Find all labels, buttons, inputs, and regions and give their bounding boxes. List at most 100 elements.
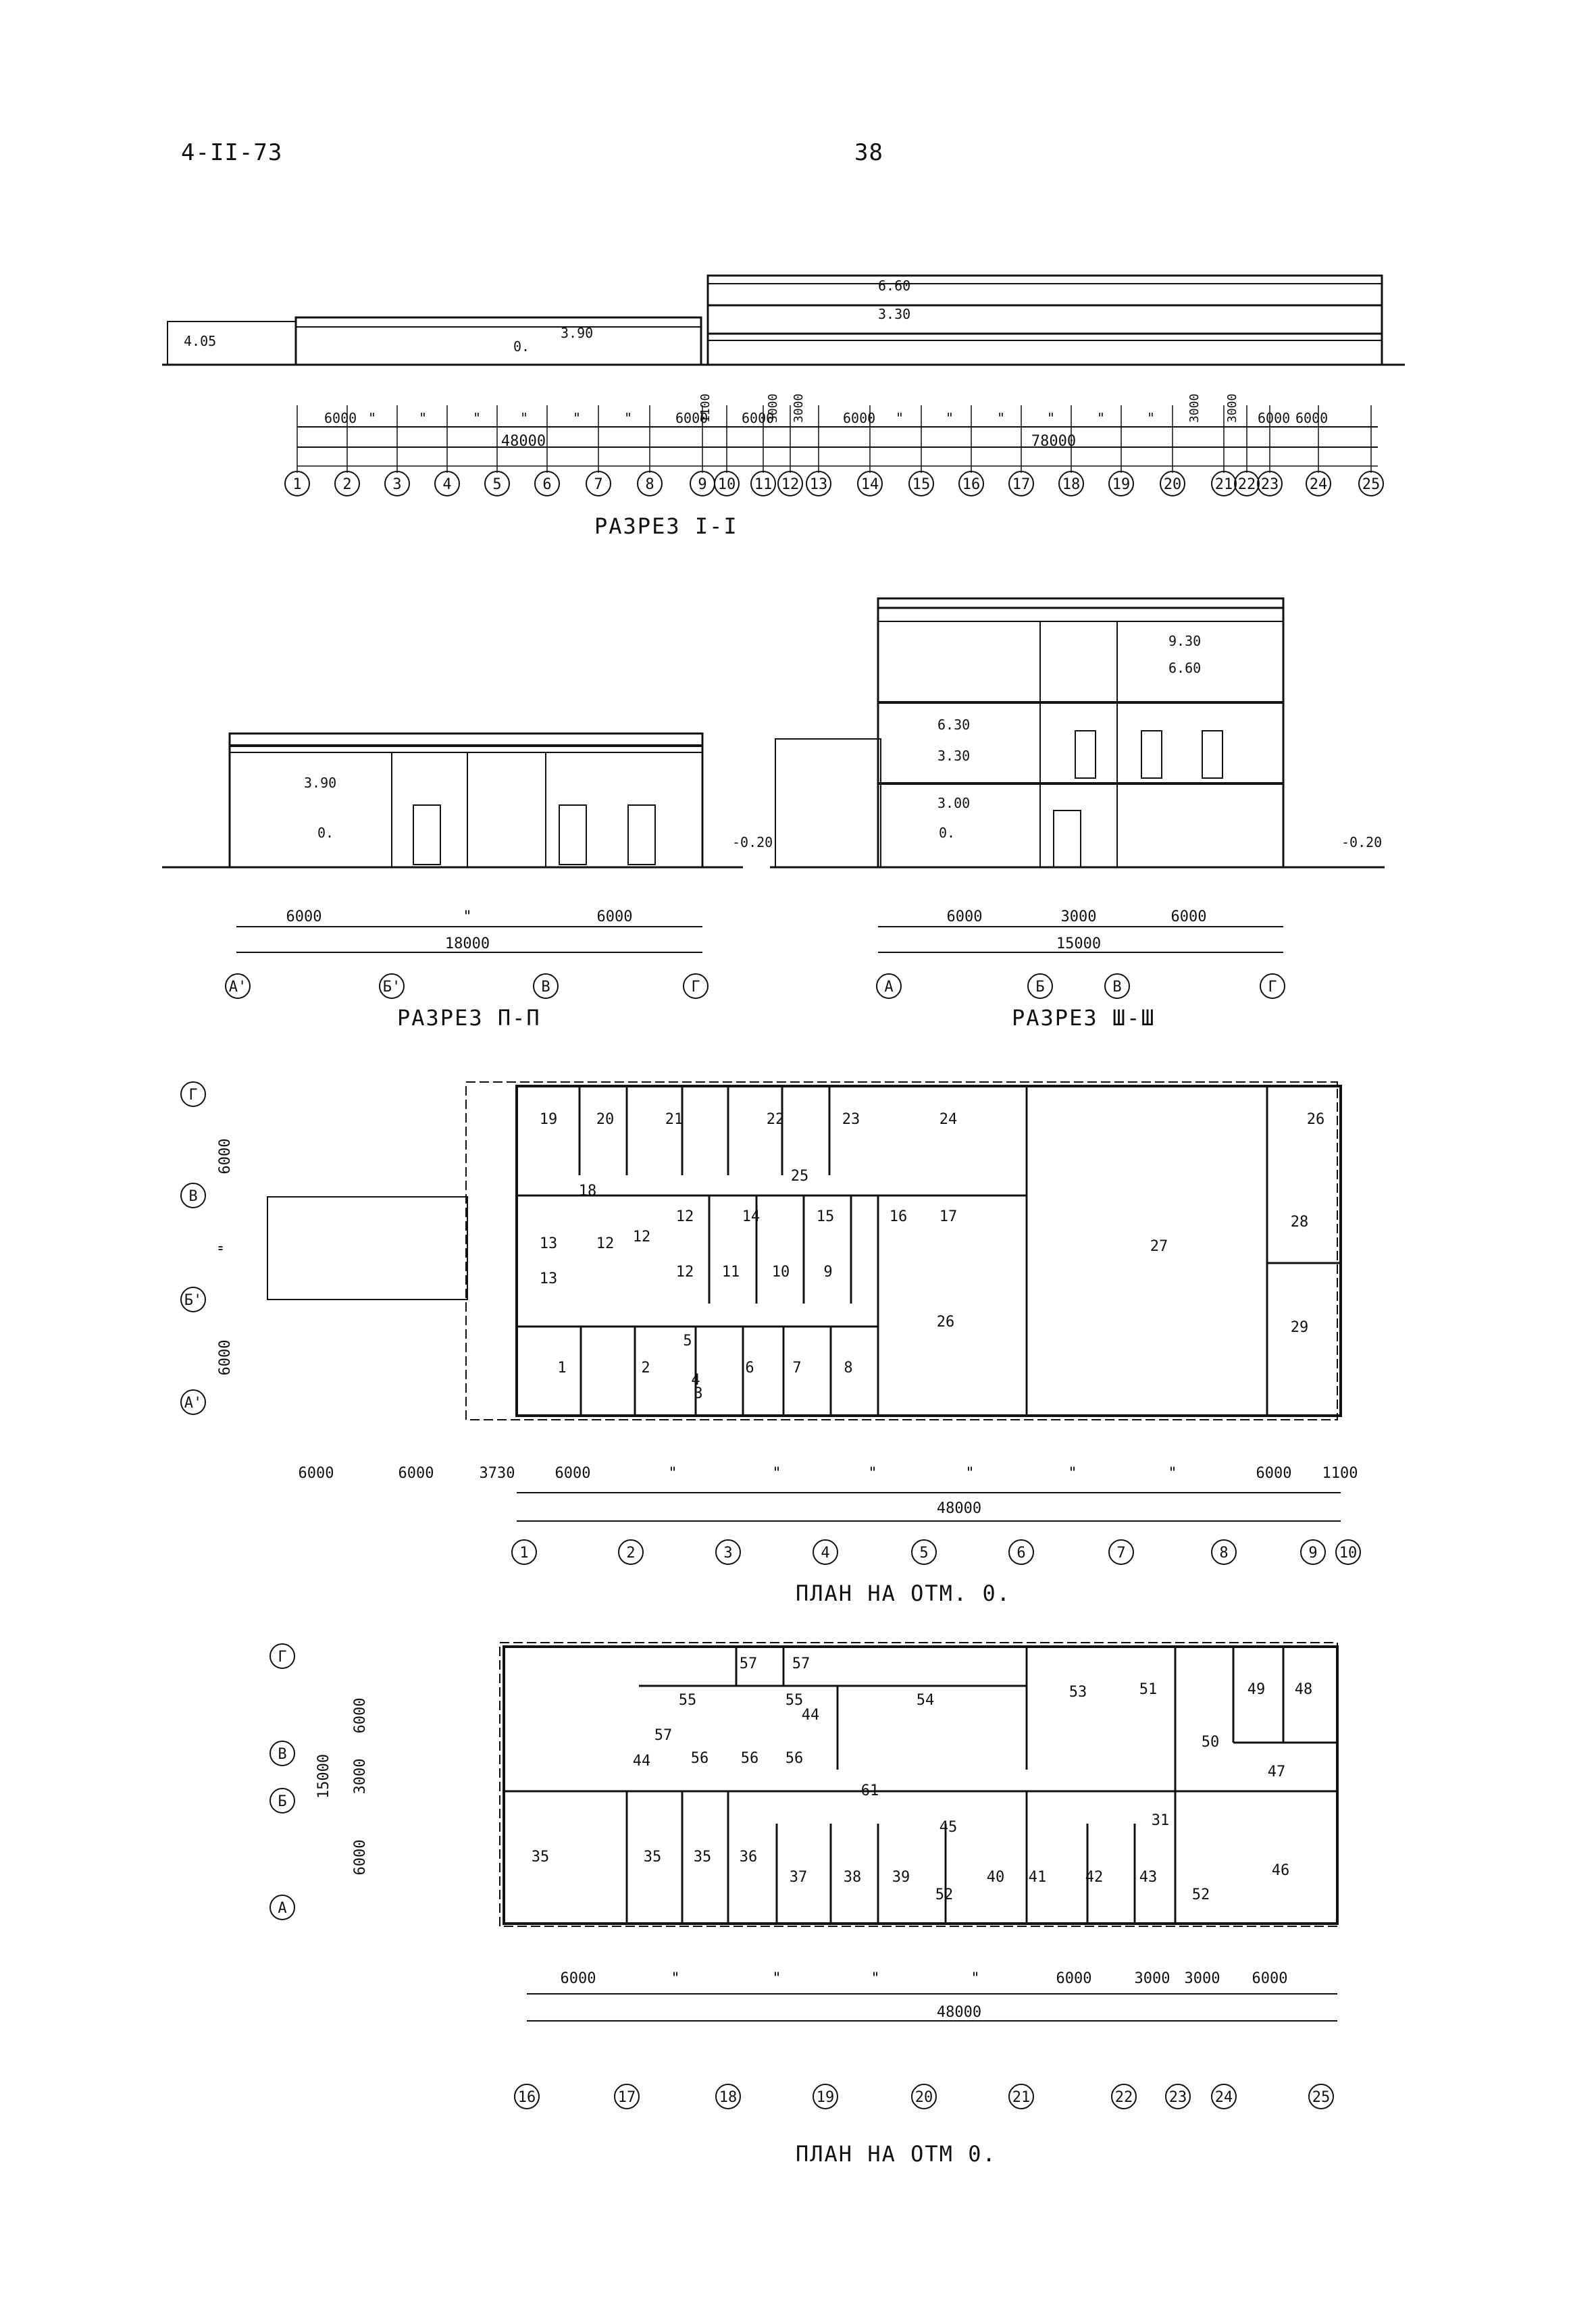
plan-1-room-number: 23 [842, 1111, 860, 1128]
section-3-level: 3.00 [937, 795, 970, 811]
plan-2-axis-bubble [514, 2084, 540, 2109]
plan-2-bottom-dim: " [871, 1970, 879, 1987]
plan-2-room-number: 53 [1069, 1684, 1087, 1701]
plan-2-bottom-dim: " [971, 1970, 979, 1987]
plan-1-room-number: 17 [939, 1208, 958, 1225]
plan-2-bottom-dim: 3000 [1185, 1970, 1220, 1987]
plan-1-bottom-dim: 6000 [398, 1465, 434, 1482]
section-1-dim: " [573, 410, 581, 426]
plan-1-side-dim: 6000 [217, 1139, 234, 1175]
section-2-dim: 6000 [286, 908, 322, 925]
plan-2-room-number: 46 [1272, 1862, 1290, 1879]
section-3-level: 6.60 [1168, 660, 1201, 676]
section-1-dim: " [473, 410, 481, 426]
plan-2-room-number: 54 [917, 1692, 935, 1709]
section-3-dim: 6000 [1171, 908, 1207, 925]
section-1-dim: 3000 [766, 394, 780, 423]
section-3-axis-bubble [1104, 973, 1130, 999]
plan-1-axis-label: 1 [519, 1545, 528, 1562]
section-3-axis-label: В [1112, 979, 1121, 996]
section-3-axis-bubble [1027, 973, 1053, 999]
section-1-axis-bubble [1306, 471, 1331, 496]
plan-1-room-number: 2 [641, 1360, 650, 1377]
plan-1-room-number: 7 [792, 1360, 801, 1377]
section-1-axis-label: 25 [1362, 476, 1381, 493]
plan-2-row-label: А [278, 1900, 286, 1917]
section-1-axis-label: 10 [718, 476, 736, 493]
plan-1-room-number: 15 [817, 1208, 835, 1225]
section-1-axis-label: 6 [542, 476, 551, 493]
plan-2-room-number: 35 [532, 1849, 550, 1866]
section-1-axis-label: 8 [645, 476, 654, 493]
plan-2-axis-bubble [813, 2084, 838, 2109]
section-1-axis-label: 19 [1112, 476, 1131, 493]
section-1-axis-label: 24 [1310, 476, 1328, 493]
plan-2-room-number: 51 [1139, 1681, 1158, 1698]
section-1-axis-label: 2 [342, 476, 351, 493]
section-3-level: 0. [939, 825, 955, 841]
section-3-axis-label: Г [1268, 979, 1277, 996]
plan-1-bottom-dim: 6000 [1256, 1465, 1292, 1482]
plan-1-room-number: 6 [745, 1360, 754, 1377]
section-1-axis-bubble [908, 471, 934, 496]
section-1-dim: 1100 [698, 394, 713, 423]
plan-1-room-number: 22 [767, 1111, 785, 1128]
section-2-total: 18000 [445, 935, 490, 952]
plan-1-axis-bubble [1300, 1539, 1326, 1565]
plan-1-room-number: 19 [540, 1111, 558, 1128]
plan-1-row-label: Б' [184, 1292, 203, 1309]
plan-2-room-number: 38 [844, 1869, 862, 1886]
plan-2-room-number: 50 [1202, 1734, 1220, 1751]
plan-2-axis-bubble [1008, 2084, 1034, 2109]
plan-2-drawing [499, 1642, 1339, 2022]
section-1-axis-label: 12 [781, 476, 800, 493]
plan-1-room-number: 25 [791, 1168, 809, 1185]
plan-1-row-bubble [180, 1081, 206, 1107]
plan-1-axis-bubble [813, 1539, 838, 1565]
section-1-axis-label: 18 [1062, 476, 1081, 493]
section-3-dim: 3000 [1061, 908, 1097, 925]
plan-1-room-number: 26 [937, 1314, 955, 1331]
plan-2-axis-label: 21 [1012, 2089, 1031, 2106]
plan-2-axis-label: 17 [618, 2089, 636, 2106]
plan-1-room-number: 9 [823, 1264, 832, 1281]
plan-2-room-number: 42 [1085, 1869, 1104, 1886]
section-2-axis-label: А' [229, 979, 247, 996]
section-1-axis-bubble [1160, 471, 1185, 496]
plan-1-axis-label: 10 [1339, 1545, 1358, 1562]
plan-2-room-number: 41 [1029, 1869, 1047, 1886]
plan-2-room-number: 56 [691, 1750, 709, 1767]
section-2-level: -0.20 [732, 834, 773, 850]
plan-2-room-number: 35 [694, 1849, 712, 1866]
plan-1-room-number: 26 [1307, 1111, 1325, 1128]
plan-2-axis-label: 20 [915, 2089, 933, 2106]
section-1-level: 3.30 [878, 306, 910, 322]
plan-1-room-number: 3 [694, 1385, 702, 1402]
section-1-dim: " [624, 410, 632, 426]
plan-1-room-number: 11 [722, 1264, 740, 1281]
section-1-dim: 6000 [1258, 410, 1290, 426]
section-1-axis-bubble [484, 471, 510, 496]
section-2-level: 0. [317, 825, 334, 841]
document-code: 4-II-73 [181, 139, 283, 166]
section-2-axis-label: Г [691, 979, 700, 996]
section-1-level: 3.90 [561, 325, 593, 341]
section-1-axis-bubble [806, 471, 831, 496]
section-1-axis-label: 23 [1261, 476, 1279, 493]
section-1-axis-label: 14 [861, 476, 879, 493]
plan-2-side-dim: 15000 [315, 1754, 332, 1799]
section-1-dim: 3000 [1225, 394, 1239, 423]
section-1-dim: " [896, 410, 904, 426]
section-1-dim: " [1047, 410, 1055, 426]
plan-1-room-number: 16 [890, 1208, 908, 1225]
section-3-axis-label: Б [1035, 979, 1044, 996]
plan-2-room-number: 57 [792, 1655, 810, 1672]
plan-1-bottom-dim: " [1068, 1465, 1077, 1482]
plan-2-room-number: 47 [1268, 1764, 1286, 1780]
page-number: 38 [854, 139, 883, 166]
plan-2-row-bubble [269, 1643, 295, 1669]
plan-1-bottom-dim: " [772, 1465, 781, 1482]
plan-2-bottom-dim: 3000 [1135, 1970, 1170, 1987]
plan-1-axis-label: 5 [919, 1545, 928, 1562]
